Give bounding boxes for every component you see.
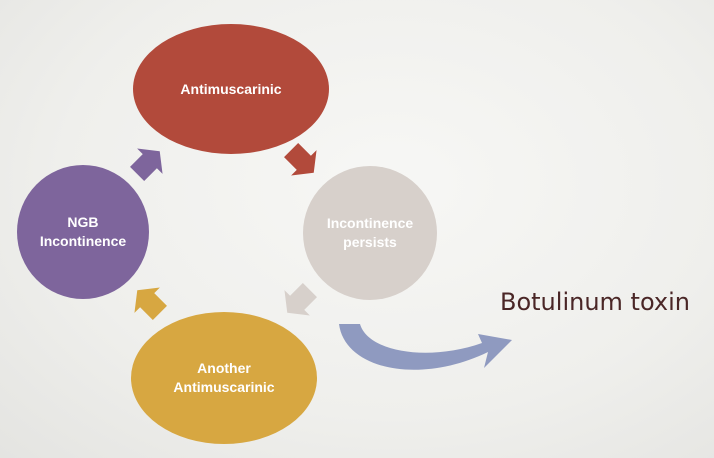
arrow-ngb-to-antimuscarinic bbox=[130, 148, 163, 181]
outcome-botulinum-toxin: Botulinum toxin bbox=[500, 288, 690, 316]
arrow-antimuscarinic-to-persists bbox=[284, 143, 317, 176]
node-incontinence-persists bbox=[303, 166, 437, 300]
node-antimuscarinic bbox=[133, 24, 329, 154]
arrow-persists-to-botulinum bbox=[339, 324, 512, 370]
arrow-another-to-ngb bbox=[134, 287, 167, 320]
arrow-persists-to-another bbox=[284, 283, 317, 316]
node-another-antimuscarinic bbox=[131, 312, 317, 444]
node-ngb-incontinence bbox=[17, 165, 149, 299]
